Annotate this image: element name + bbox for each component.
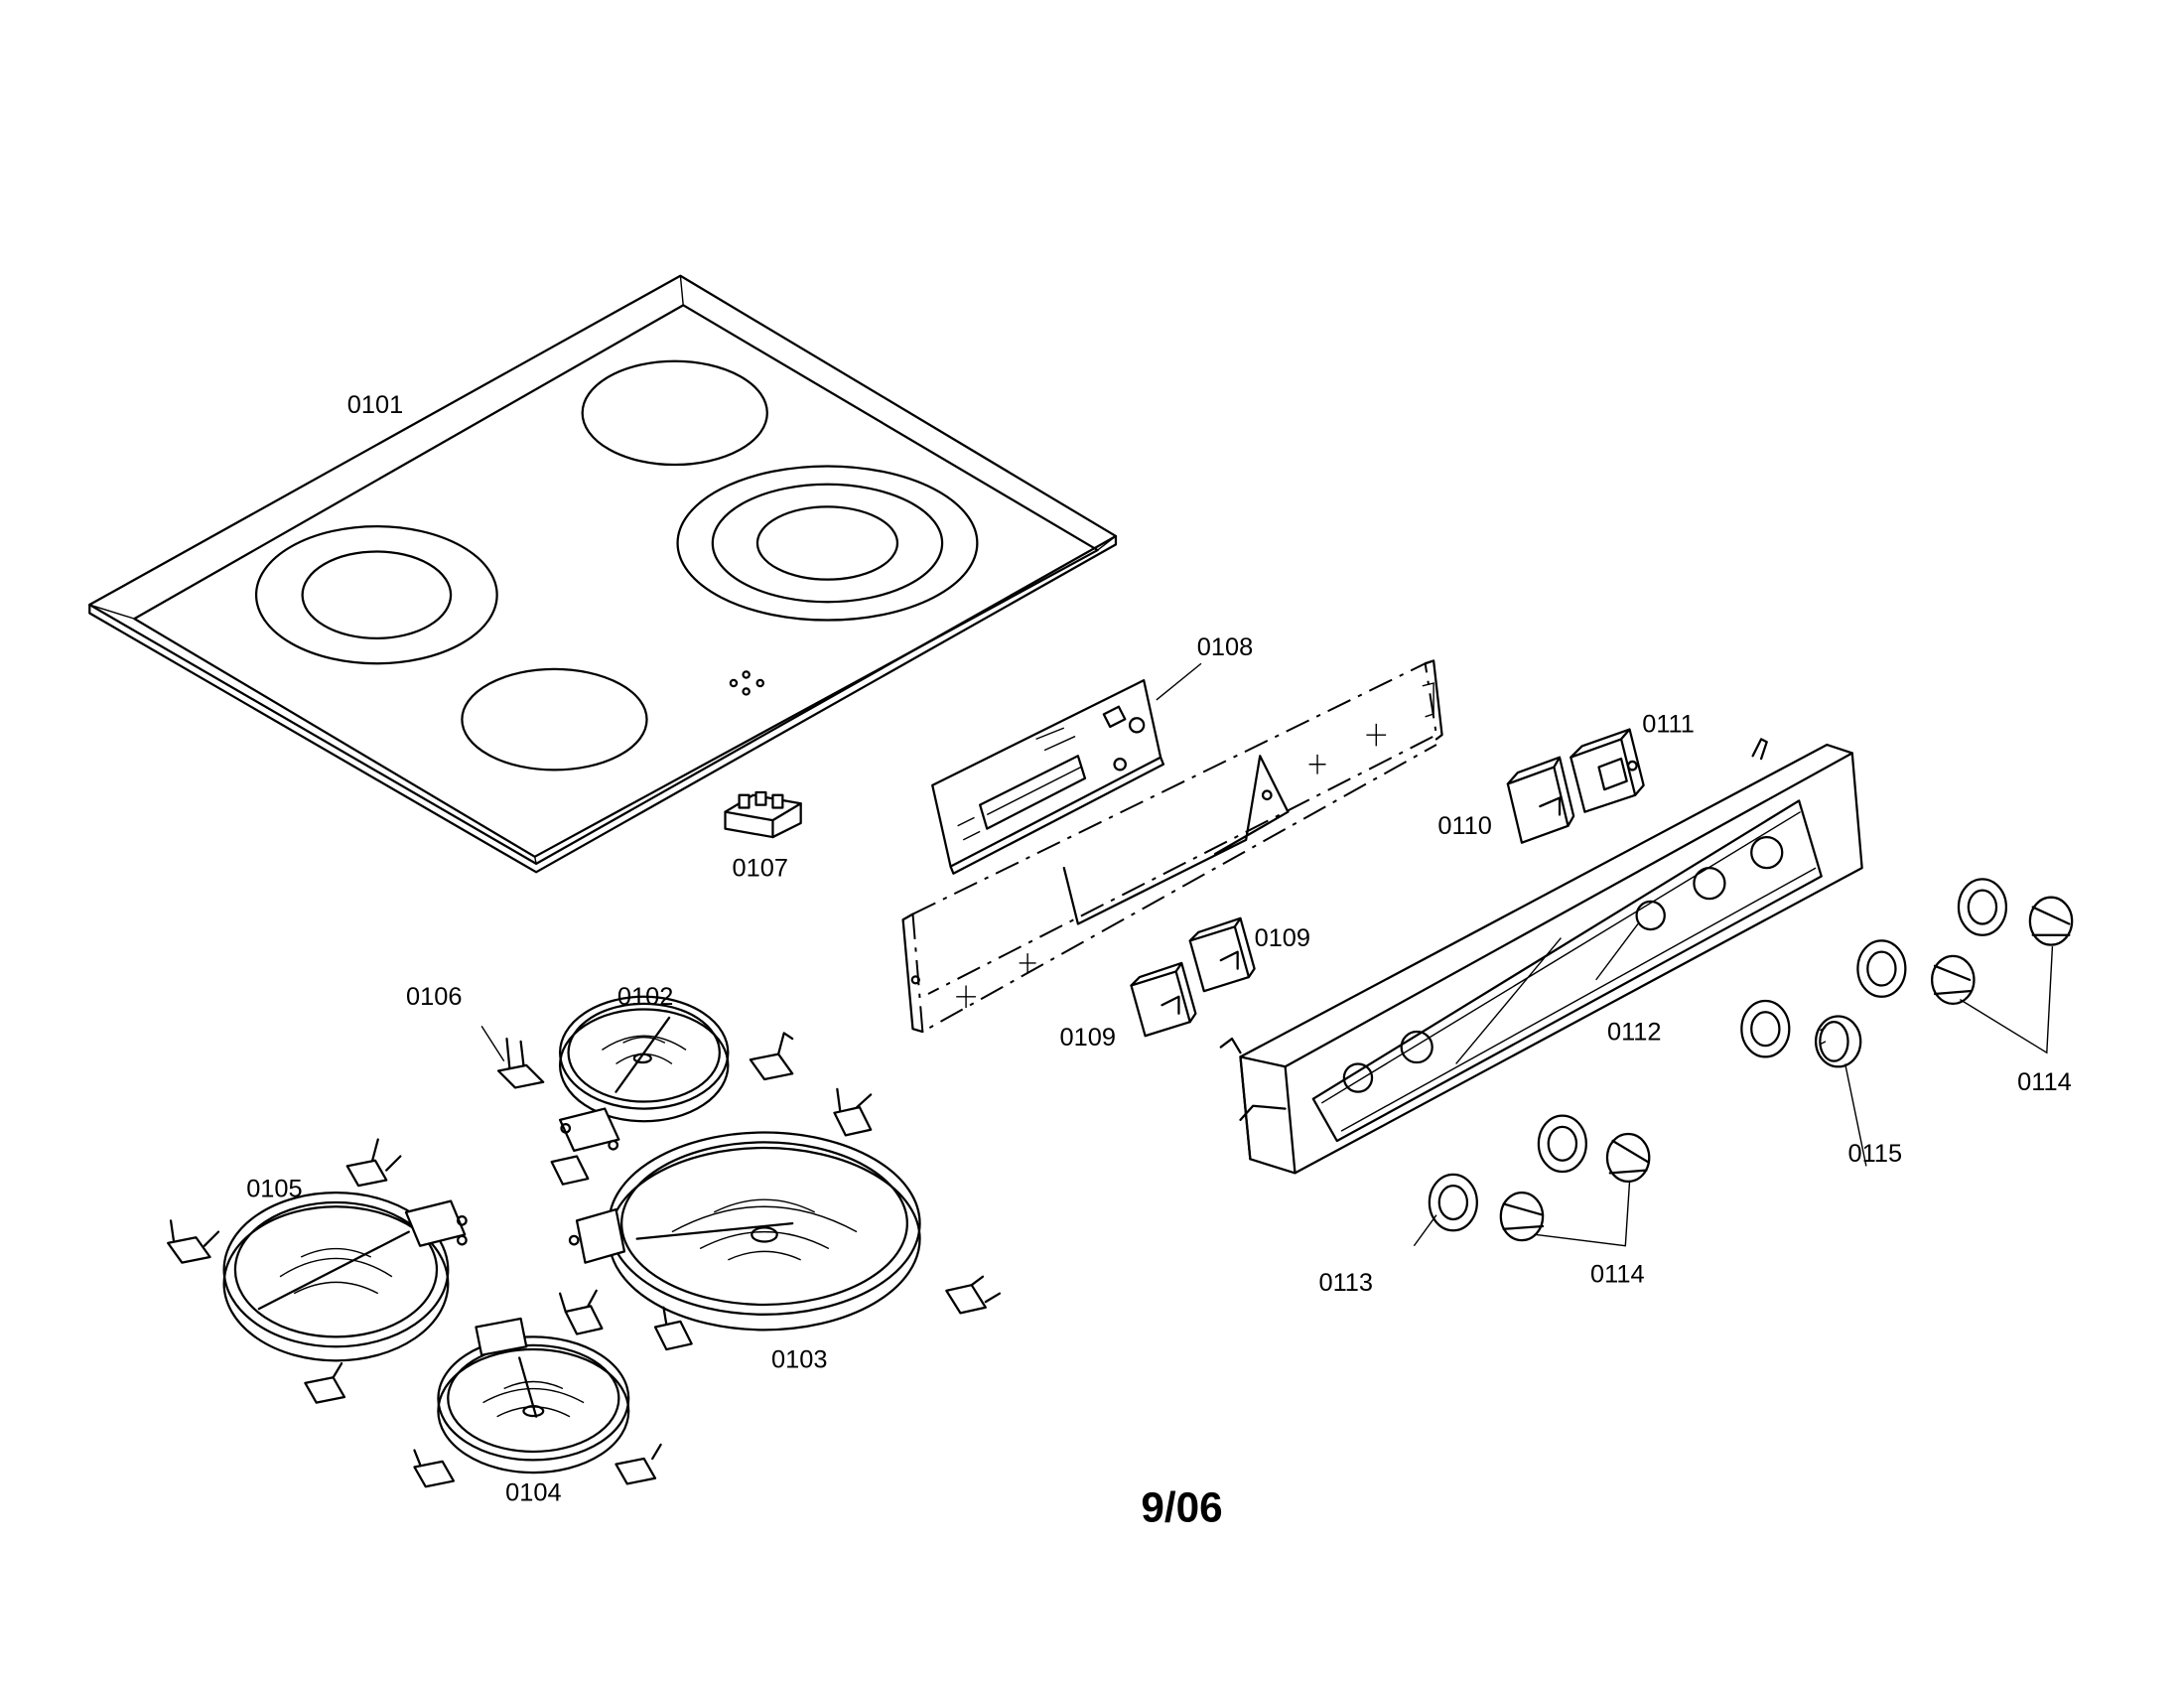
limiter-0102 — [558, 1107, 620, 1152]
switch-0111 — [1570, 728, 1645, 813]
bezel-ring-d — [1957, 878, 2008, 936]
label-0105: 0105 — [246, 1175, 302, 1202]
switch-0109-lower — [1130, 961, 1197, 1038]
label-0112: 0112 — [1607, 1018, 1662, 1046]
bezel-ring-a — [1537, 1114, 1587, 1174]
bezel-ring-b — [1740, 999, 1791, 1058]
knob-0114-upper-left — [1931, 954, 1976, 1005]
knob-0115 — [1814, 1015, 1862, 1068]
label-0101: 0101 — [347, 391, 403, 419]
label-0108: 0108 — [1197, 633, 1253, 661]
label-0107: 0107 — [733, 855, 788, 883]
knob-0114-upper-right — [2028, 896, 2074, 946]
label-0104: 0104 — [505, 1478, 561, 1506]
label-0102: 0102 — [617, 983, 673, 1011]
label-0114-upper: 0114 — [2017, 1068, 2072, 1096]
part-labels: 0101 0102 0103 0104 0105 0106 0107 0108 … — [246, 391, 2072, 1531]
label-0114-lower: 0114 — [1590, 1260, 1645, 1288]
date-code: 9/06 — [1141, 1483, 1222, 1530]
element-0105 — [222, 1192, 450, 1362]
control-board-0108 — [931, 679, 1165, 875]
control-panel-0112 — [1219, 738, 1863, 1175]
label-0103: 0103 — [771, 1345, 827, 1373]
terminal-block-0107 — [724, 790, 802, 839]
label-0106: 0106 — [406, 983, 462, 1011]
mounting-clips-0106 — [167, 1032, 1002, 1488]
limiter-0103 — [568, 1207, 626, 1264]
cooktop-glass-0101 — [88, 274, 1118, 874]
label-0111: 0111 — [1642, 710, 1695, 738]
element-0102 — [558, 995, 730, 1123]
label-0113: 0113 — [1318, 1269, 1373, 1297]
panel-bracket — [901, 659, 1443, 1034]
knob-0114-lower-left — [1499, 1192, 1545, 1242]
label-0115: 0115 — [1848, 1140, 1903, 1168]
label-0110: 0110 — [1437, 812, 1492, 840]
bezel-ring-c — [1856, 939, 1907, 998]
limiter-0104 — [475, 1317, 528, 1356]
label-0109-lower: 0109 — [1060, 1024, 1116, 1052]
element-0103 — [608, 1131, 921, 1332]
leader-lines — [480, 662, 2054, 1247]
switch-0109-upper — [1188, 916, 1256, 993]
label-0109-upper: 0109 — [1255, 924, 1310, 952]
switch-0110 — [1506, 756, 1575, 844]
element-0104 — [437, 1335, 630, 1474]
bezel-ring-0113 — [1428, 1173, 1478, 1232]
limiter-0105 — [404, 1199, 468, 1247]
knob-0114-lower-right — [1605, 1132, 1651, 1184]
